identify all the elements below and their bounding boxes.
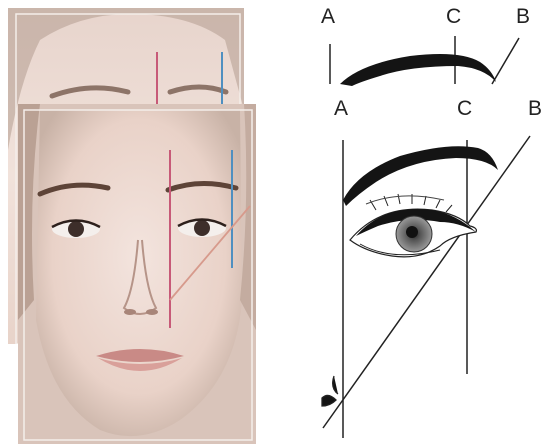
top-label-a: A bbox=[321, 5, 335, 28]
nostril-sketch bbox=[322, 376, 338, 406]
main-eye bbox=[350, 194, 476, 257]
front-photo-right-iris bbox=[194, 220, 210, 236]
front-photo-left-iris bbox=[68, 221, 84, 237]
main-label-c: C bbox=[457, 97, 472, 120]
top-label-b: B bbox=[516, 5, 530, 28]
top-label-c: C bbox=[446, 5, 461, 28]
main-label-b: B bbox=[528, 97, 542, 120]
main-eyebrow bbox=[343, 146, 498, 206]
main-label-a: A bbox=[334, 97, 348, 120]
front-photo-nostril-left bbox=[124, 309, 136, 315]
eyelid-crease bbox=[366, 196, 444, 204]
main-line-b bbox=[323, 136, 530, 428]
face-photo-front bbox=[18, 104, 256, 444]
top-eyebrow bbox=[340, 54, 496, 86]
top-line-b bbox=[492, 38, 519, 84]
main-brow-eye-guide: A C B bbox=[322, 97, 542, 438]
front-photo-face bbox=[36, 110, 242, 436]
pupil bbox=[406, 226, 418, 238]
front-photo-nostril-right bbox=[146, 309, 158, 315]
top-brow-guide: A C B bbox=[321, 5, 530, 86]
